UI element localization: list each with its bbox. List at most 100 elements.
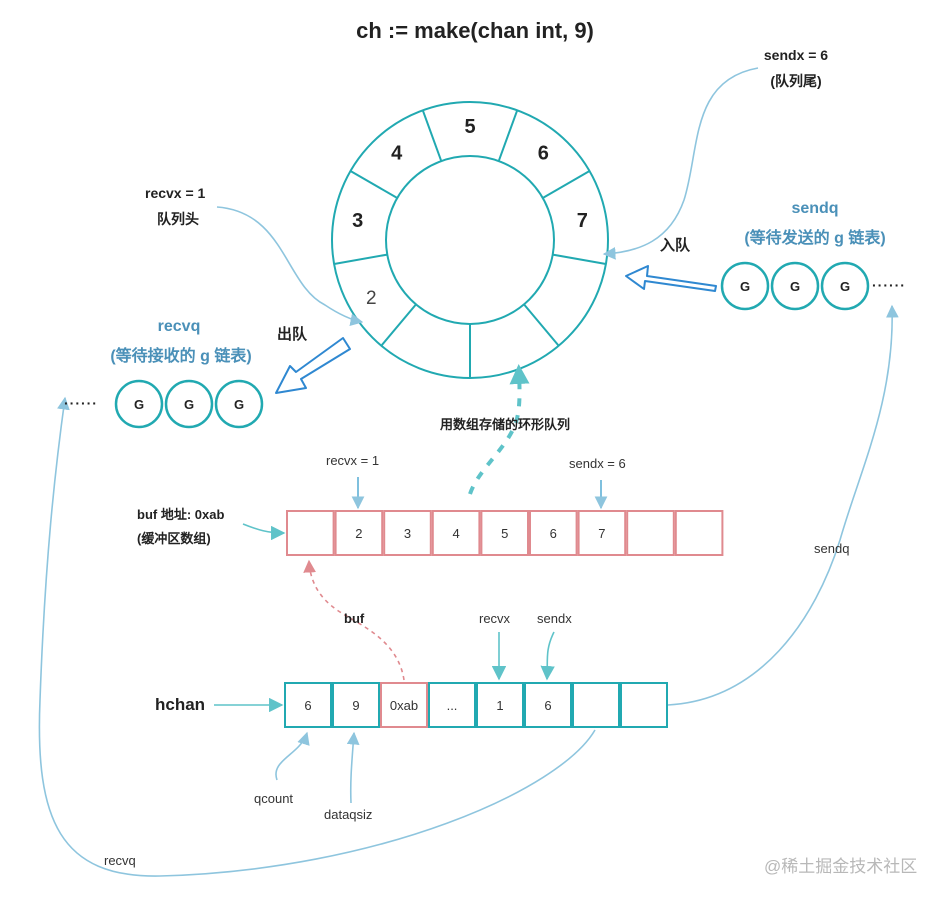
recvx-left-sub: 队列头 [157,211,199,227]
ring-divider [542,170,591,199]
buf-cell-value: 6 [550,526,557,541]
buf-address-sub: (缓冲区数组) [137,531,211,546]
buf-cell [334,510,384,556]
qcount-label: qcount [254,791,294,806]
sendx-pointer-curve [602,67,759,260]
ring-divider [497,109,519,162]
ring-caption: 用数组存储的环形队列 [440,417,571,432]
buf-address-label: buf 地址: 0xab [137,507,225,522]
hchan-cell-value: 0xab [390,698,418,713]
buf-cell [480,510,529,556]
sendq-pointer-curve [667,304,899,706]
buf-cell-value: 3 [404,526,411,541]
g-node-label: G [840,279,850,294]
g-node [770,261,820,311]
storage-dashed-arrow [468,364,530,495]
hchan-cell [380,682,428,728]
recvq-ellipsis: ······ [64,395,98,411]
ring-segment-label: 3 [352,210,363,232]
hchan-cell [524,682,572,728]
buf-label-arrow [242,523,286,541]
ring-divider [552,253,607,265]
hchan-label: hchan [155,695,206,714]
buf-cell-value: 5 [501,526,508,541]
ring-segment-label: 7 [577,210,588,232]
g-node-label: G [790,279,800,294]
ring-buffer: 5 6 7 2 3 4 [331,101,609,379]
ring-divider [380,303,417,347]
hchan-cell [332,682,380,728]
hchan-sendq-label: sendq [814,541,850,556]
buf-recvx-label: recvx = 1 [326,453,380,468]
hchan-cell-value: 1 [496,698,503,713]
recvq-title: recvq [157,318,201,335]
g-node [214,379,264,429]
ring-inner [385,155,555,325]
recvx-left-label: recvx = 1 [145,185,206,201]
buf-pointer-curve [303,559,405,681]
recvx-pointer-curve [216,206,364,327]
buf-cell [286,510,335,556]
ring-divider [349,170,398,199]
hchan-cell-value: 6 [544,698,551,713]
hchan-buf-label: buf [344,611,365,626]
buf-cell-value: 2 [355,526,362,541]
sendx-top-label: sendx = 6 [763,47,829,63]
enqueue-label: 入队 [660,237,691,254]
hchan-cell-value: 9 [352,698,359,713]
qcount-arrow [275,731,310,781]
recvq-subtitle: (等待接收的 g 链表) [110,348,252,365]
g-node [164,379,214,429]
hchan-cell [620,682,668,728]
g-node-label: G [234,397,244,412]
hchan-cell [476,682,524,728]
sendq-ellipsis: ······ [872,277,906,293]
buf-cell [626,510,675,556]
buf-cell [674,510,724,556]
sendq-title: sendq [791,200,839,217]
g-node [114,379,164,429]
buf-cell [383,510,432,556]
dequeue-label: 出队 [277,326,308,343]
hchan-recvx-label: recvx [479,611,511,626]
hchan-sendx-arrow [540,631,555,681]
g-node [820,261,870,311]
hchan-cell-value: ... [447,698,458,713]
hchan-sendx-label: sendx [537,611,572,626]
buf-cell [431,510,481,556]
hchan-cell [284,682,332,728]
ring-segment-label: 6 [538,143,549,165]
recvq-pointer-curve [38,396,596,877]
ring-segment-label: 2 [366,288,377,309]
watermark: @稀土掘金技术社区 [764,857,918,876]
hchan-recvq-label: recvq [104,853,136,868]
enqueue-arrow [625,265,717,292]
ring-segment-label: 5 [464,116,475,138]
page-title: ch := make(chan int, 9) [356,18,594,43]
buf-cell [529,510,578,556]
hchan-cell [428,682,476,728]
ring-divider [523,303,560,347]
buf-cell-value: 4 [452,526,459,541]
hchan-struct: 6 9 0xab... 1 6 [284,682,668,728]
hchan-cell-value: 6 [304,698,311,713]
dataqsiz-arrow [346,731,360,804]
g-node [720,261,770,311]
buf-cell [577,510,627,556]
ring-segment-label: 4 [391,143,403,165]
g-node-label: G [740,279,750,294]
ring-divider [333,253,388,265]
hchan-cell [572,682,620,728]
g-node-label: G [184,397,194,412]
buf-sendx-label: sendx = 6 [569,456,626,471]
dequeue-arrow [275,337,351,394]
dataqsiz-label: dataqsiz [324,807,373,822]
buf-cell-value: 7 [598,526,605,541]
g-node-label: G [134,397,144,412]
sendx-top-sub: (队列尾) [770,73,822,89]
buf-array: 2 3 4 5 6 7 [286,510,724,556]
sendq-subtitle: (等待发送的 g 链表) [744,230,886,247]
